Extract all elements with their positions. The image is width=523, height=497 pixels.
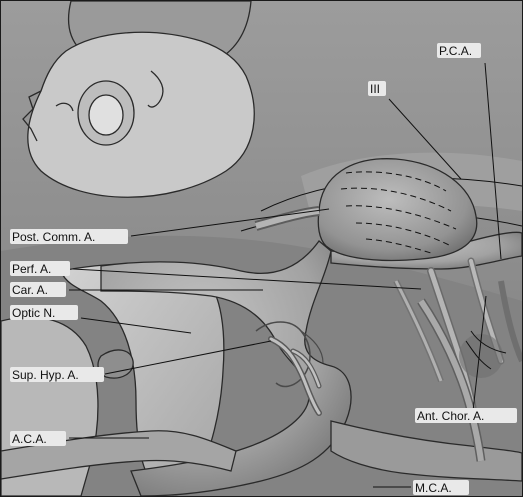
label-car-a-group: Car. A.	[10, 282, 66, 297]
label-aca-group: A.C.A.	[10, 431, 66, 446]
label-perf-a: Perf. A.	[12, 262, 51, 276]
label-ant-chor-a: Ant. Chor. A.	[417, 409, 484, 423]
label-optic-n: Optic N.	[12, 306, 55, 320]
label-aca: A.C.A.	[12, 432, 47, 446]
label-car-a: Car. A.	[12, 283, 48, 297]
label-perf-a-group: Perf. A.	[10, 261, 70, 276]
label-post-comm-a: Post. Comm. A.	[12, 230, 95, 244]
label-mca: M.C.A.	[415, 481, 452, 495]
head-outline	[28, 32, 254, 197]
label-iii: III	[370, 82, 380, 96]
label-ant-chor-a-group: Ant. Chor. A.	[415, 408, 517, 423]
label-sup-hyp-a: Sup. Hyp. A.	[12, 368, 79, 382]
label-pca-group: P.C.A.	[437, 43, 481, 58]
label-optic-n-group: Optic N.	[10, 305, 78, 320]
label-post-comm-a-group: Post. Comm. A.	[10, 229, 128, 244]
label-pca: P.C.A.	[439, 44, 472, 58]
label-mca-group: M.C.A.	[413, 480, 469, 495]
label-iii-group: III	[368, 81, 386, 96]
label-sup-hyp-a-group: Sup. Hyp. A.	[10, 367, 104, 382]
